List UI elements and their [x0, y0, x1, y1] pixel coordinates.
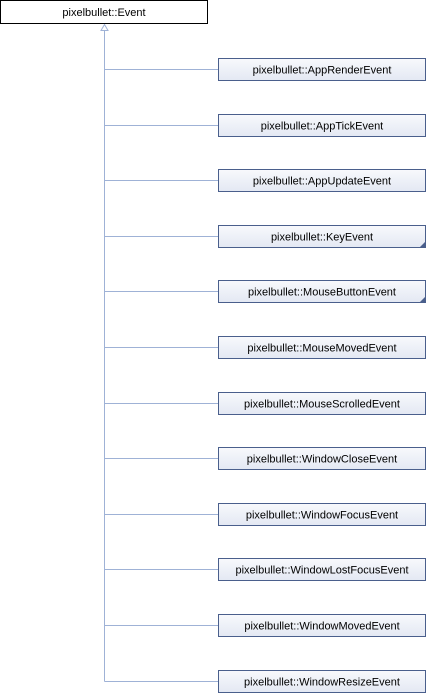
has-subclasses-marker-icon [419, 241, 426, 248]
class-label: pixelbullet::MouseScrolledEvent [244, 399, 400, 411]
class-label: pixelbullet::MouseButtonEvent [248, 287, 396, 299]
class-node-app-render-event[interactable]: pixelbullet::AppRenderEvent [218, 58, 426, 81]
class-node-window-focus-event[interactable]: pixelbullet::WindowFocusEvent [218, 503, 426, 526]
class-label: pixelbullet::AppRenderEvent [253, 65, 392, 77]
class-node-window-close-event[interactable]: pixelbullet::WindowCloseEvent [218, 447, 426, 470]
class-label: pixelbullet::WindowMovedEvent [244, 621, 399, 633]
class-label: pixelbullet::WindowResizeEvent [244, 677, 400, 689]
class-label: pixelbullet::WindowFocusEvent [246, 510, 398, 522]
class-label: pixelbullet::MouseMovedEvent [247, 343, 396, 355]
class-node-mouse-moved-event[interactable]: pixelbullet::MouseMovedEvent [218, 336, 426, 359]
class-node-app-update-event[interactable]: pixelbullet::AppUpdateEvent [218, 169, 426, 192]
class-label: pixelbullet::AppUpdateEvent [253, 176, 391, 188]
base-class-label: pixelbullet::Event [62, 7, 145, 19]
has-subclasses-marker-icon [419, 296, 426, 303]
class-node-window-resize-event[interactable]: pixelbullet::WindowResizeEvent [218, 670, 426, 693]
base-class-box[interactable] [0, 0, 208, 24]
class-node-key-event[interactable]: pixelbullet::KeyEvent [218, 225, 426, 248]
class-node-mouse-scrolled-event[interactable]: pixelbullet::MouseScrolledEvent [218, 392, 426, 415]
class-label: pixelbullet::KeyEvent [271, 232, 373, 244]
class-node-app-tick-event[interactable]: pixelbullet::AppTickEvent [218, 114, 426, 137]
class-label: pixelbullet::WindowCloseEvent [247, 454, 397, 466]
class-node-window-moved-event[interactable]: pixelbullet::WindowMovedEvent [218, 614, 426, 637]
class-node-mouse-button-event[interactable]: pixelbullet::MouseButtonEvent [218, 280, 426, 303]
class-label: pixelbullet::AppTickEvent [261, 121, 384, 133]
inheritance-edges [100, 23, 219, 682]
inheritance-arrow-icon [100, 23, 109, 31]
class-label: pixelbullet::WindowLostFocusEvent [235, 565, 408, 577]
base-class-node[interactable]: pixelbullet::Event [0, 0, 208, 24]
derived-class-nodes: pixelbullet::AppRenderEventpixelbullet::… [218, 58, 426, 693]
class-node-window-lost-focus-event[interactable]: pixelbullet::WindowLostFocusEvent [218, 558, 426, 581]
